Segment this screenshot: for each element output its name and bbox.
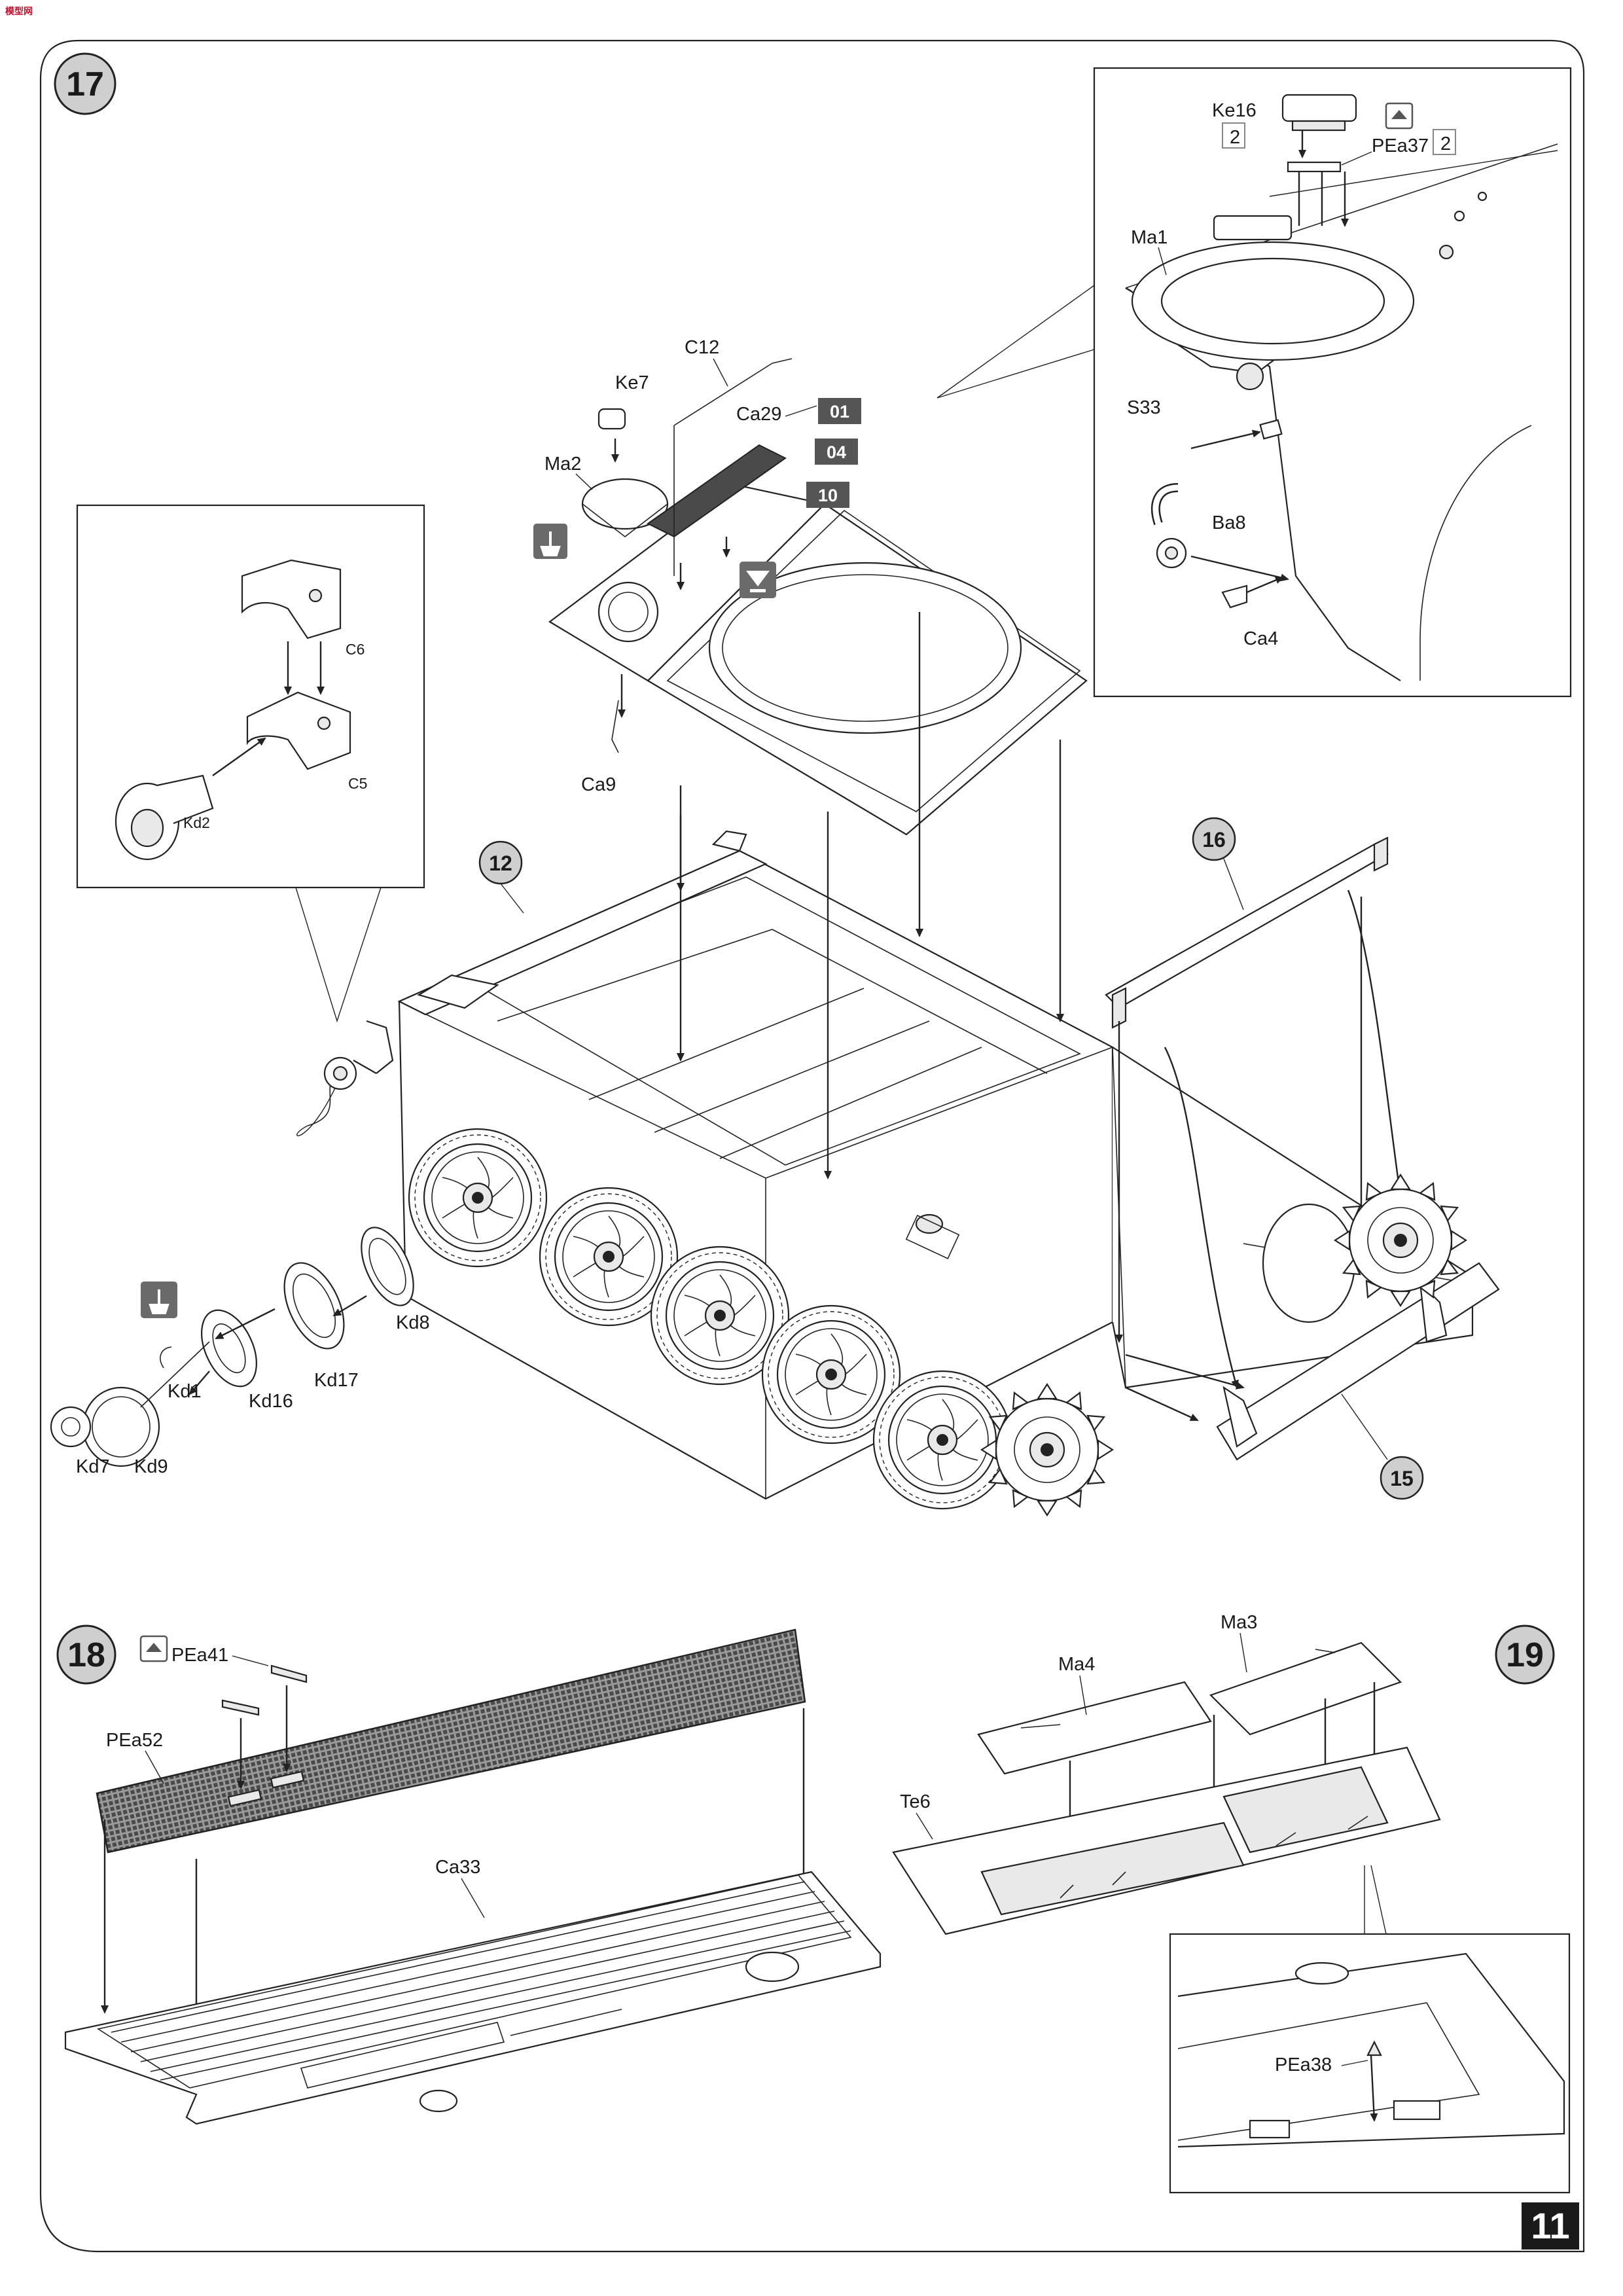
svg-text:Ke16: Ke16 xyxy=(1212,100,1257,121)
part-c6 xyxy=(241,559,342,639)
svg-text:16: 16 xyxy=(1202,828,1226,852)
svg-text:Ma1: Ma1 xyxy=(1131,227,1168,248)
upper-deck-plate: 01 04 10 C12 Ke7 Ca29 Ma2 Ca9 xyxy=(533,337,1088,836)
glue-drop-icon xyxy=(740,562,776,598)
svg-text:2: 2 xyxy=(1230,127,1240,148)
step-18-assembly: PEa41 PEa52 Ca33 xyxy=(64,1628,882,2125)
part-c5 xyxy=(246,691,351,770)
svg-text:Kd7: Kd7 xyxy=(76,1456,110,1477)
photo-etch-icon xyxy=(1385,102,1414,130)
svg-text:Kd9: Kd9 xyxy=(134,1456,168,1477)
part-ke16-periscope xyxy=(1213,94,1357,241)
svg-text:2: 2 xyxy=(1440,134,1451,154)
svg-text:10: 10 xyxy=(818,486,838,505)
ref-16: 16 xyxy=(1192,817,1244,910)
paint-badge-10: 10 xyxy=(806,482,849,508)
svg-text:C6: C6 xyxy=(346,641,365,658)
svg-text:12: 12 xyxy=(489,852,512,875)
svg-text:17: 17 xyxy=(66,65,104,103)
svg-text:Kd16: Kd16 xyxy=(249,1391,293,1412)
svg-text:01: 01 xyxy=(830,402,849,422)
paint-badge-01: 01 xyxy=(818,398,861,424)
part-ma3-hatch xyxy=(1209,1641,1402,1736)
suspension-inset: C6 C5 Kd2 xyxy=(76,504,425,1023)
hatch-inset: Ke16 2 PEa37 2 Ma1 S33 Ba8 Ca4 xyxy=(936,67,1572,698)
part-ma2-cover xyxy=(581,478,669,538)
svg-text:Te6: Te6 xyxy=(900,1791,931,1812)
svg-text:Kd17: Kd17 xyxy=(314,1370,359,1391)
cut-off-icon xyxy=(141,1282,177,1318)
page-frame xyxy=(39,39,1585,2253)
svg-text:Ca4: Ca4 xyxy=(1243,628,1278,649)
part-pea41-clips xyxy=(221,1664,308,1807)
brand-logo: 模型网 xyxy=(3,3,45,22)
ref-12: 12 xyxy=(478,840,524,914)
step-17-badge: 17 xyxy=(54,52,116,115)
part-pea37 xyxy=(1287,161,1342,173)
svg-text:Ma3: Ma3 xyxy=(1221,1612,1257,1633)
svg-text:C12: C12 xyxy=(685,337,719,358)
svg-text:Ma4: Ma4 xyxy=(1058,1654,1095,1675)
svg-text:模型网: 模型网 xyxy=(5,6,33,16)
photo-etch-icon xyxy=(139,1635,168,1662)
step-19-badge: 19 xyxy=(1495,1624,1555,1685)
svg-text:Ca33: Ca33 xyxy=(435,1857,480,1878)
step-19-assembly: Ma3 Ma4 Te6 PEa38 xyxy=(892,1612,1571,2194)
hub-exploded: Kd8 Kd17 Kd1 Kd16 Kd7 Kd9 xyxy=(50,1020,430,1477)
svg-text:Ma2: Ma2 xyxy=(544,454,581,475)
ref-15: 15 xyxy=(1341,1393,1424,1500)
svg-text:Ke7: Ke7 xyxy=(615,372,649,393)
svg-text:Kd1: Kd1 xyxy=(168,1381,202,1402)
svg-text:PEa41: PEa41 xyxy=(171,1645,228,1666)
part-ca33-deck xyxy=(64,1871,882,2125)
svg-text:18: 18 xyxy=(67,1636,105,1674)
te6-detail-inset xyxy=(1169,1933,1571,2194)
paint-badge-04: 04 xyxy=(815,439,858,465)
svg-text:Ba8: Ba8 xyxy=(1212,512,1246,533)
part-ma4-hatch xyxy=(977,1681,1212,1775)
step-18-badge: 18 xyxy=(56,1624,116,1685)
part-te6-plate xyxy=(892,1746,1441,1935)
cut-off-icon xyxy=(533,524,567,559)
svg-text:S33: S33 xyxy=(1127,397,1161,418)
part-ma1-ring xyxy=(1125,241,1415,391)
svg-text:11: 11 xyxy=(1531,2205,1569,2246)
part-kd2 xyxy=(115,774,214,861)
svg-text:C5: C5 xyxy=(348,775,367,792)
svg-text:15: 15 xyxy=(1390,1467,1414,1490)
svg-text:Ca29: Ca29 xyxy=(736,404,781,425)
hull-assembly xyxy=(397,612,1500,1500)
svg-text:Ca9: Ca9 xyxy=(581,774,616,795)
page-number: 11 xyxy=(1522,2202,1579,2250)
svg-text:PEa38: PEa38 xyxy=(1275,2054,1332,2075)
svg-text:PEa37: PEa37 xyxy=(1372,135,1429,156)
svg-text:Kd8: Kd8 xyxy=(396,1312,430,1333)
svg-text:04: 04 xyxy=(827,442,846,462)
svg-text:19: 19 xyxy=(1506,1636,1544,1674)
svg-text:Kd2: Kd2 xyxy=(183,814,210,831)
svg-text:PEa52: PEa52 xyxy=(106,1730,163,1751)
